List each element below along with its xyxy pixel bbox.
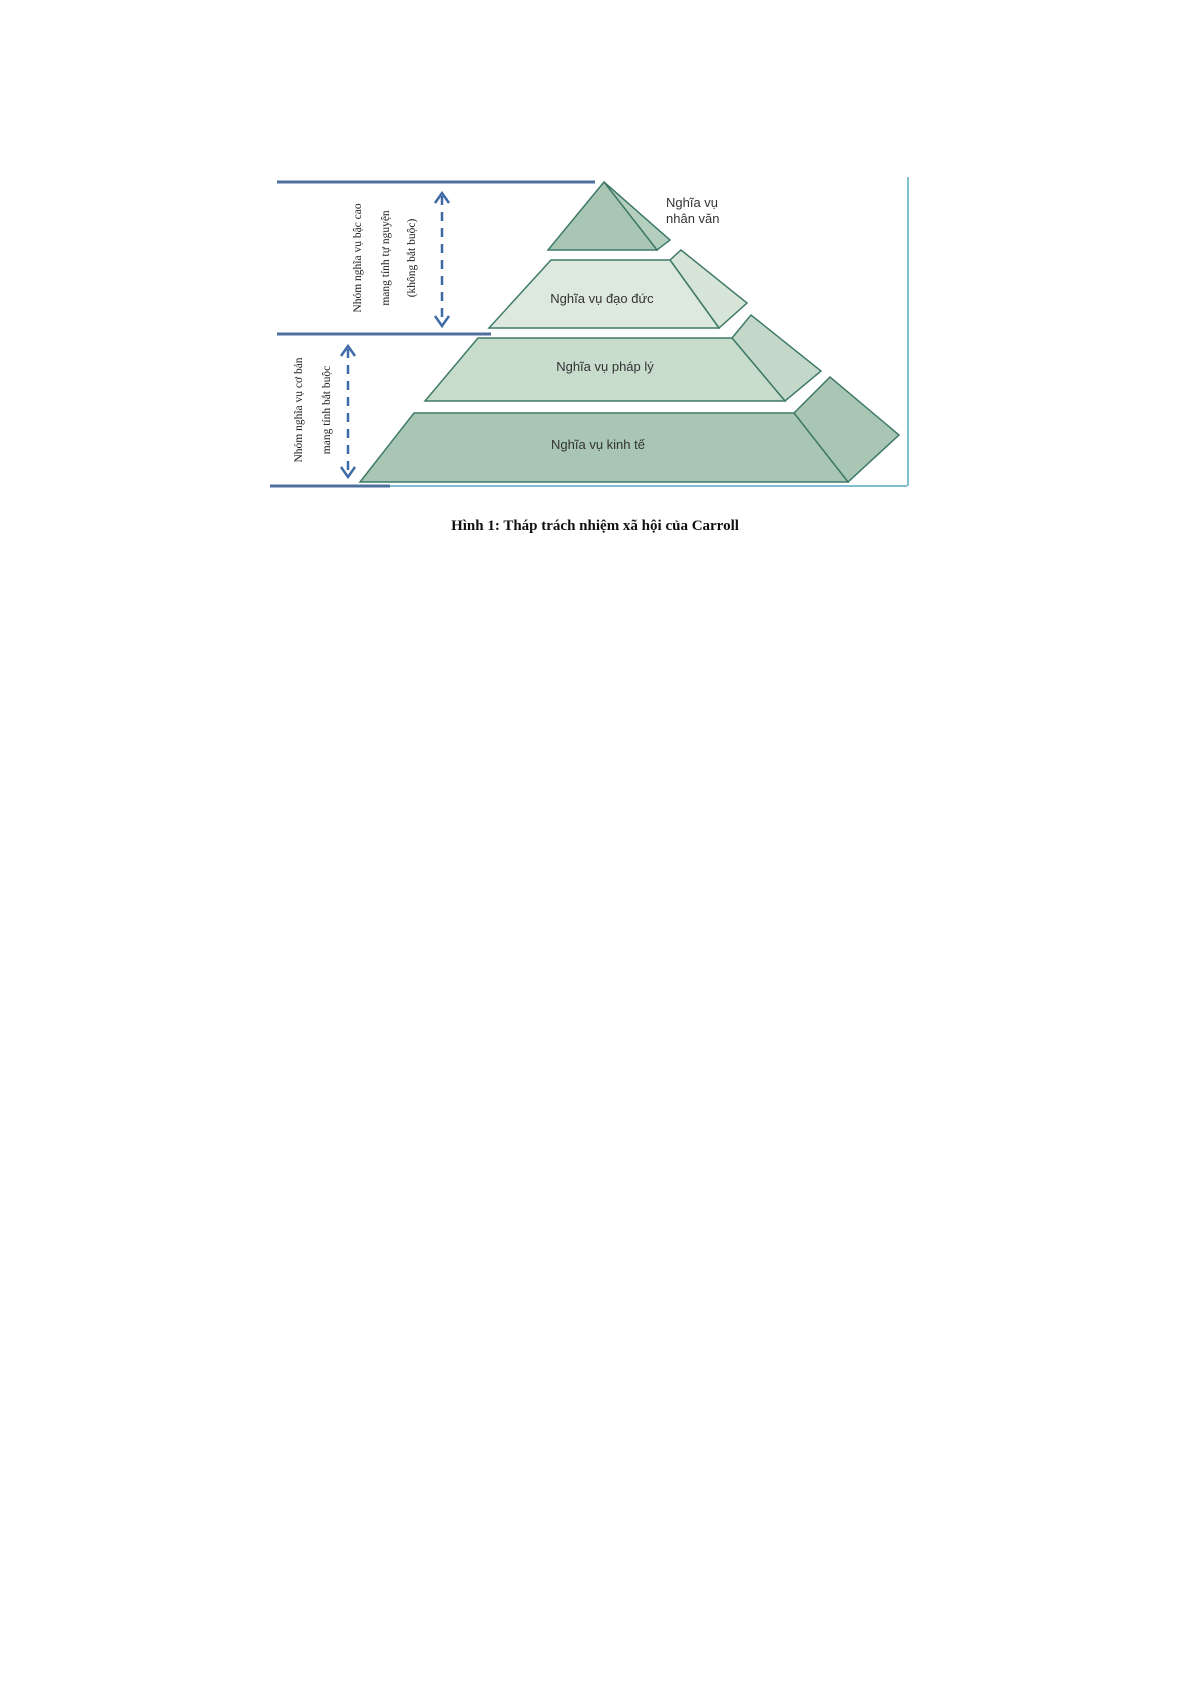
- svg-text:mang tính bắt buộc: mang tính bắt buộc: [320, 366, 333, 454]
- label-economic: Nghĩa vụ kinh tế: [551, 437, 646, 452]
- svg-text:(không bắt buộc): (không bắt buộc): [405, 219, 418, 298]
- lower-double-arrow: [339, 343, 357, 480]
- level-economic: [358, 375, 901, 484]
- svg-text:mang tính tự nguyện: mang tính tự nguyện: [380, 210, 392, 306]
- lower-group-label: Nhóm nghĩa vụ cơ bản mang tính bắt buộc: [293, 357, 333, 462]
- label-philanthropic-line1: Nghĩa vụ: [666, 195, 718, 210]
- label-legal: Nghĩa vụ pháp lý: [556, 359, 654, 374]
- upper-double-arrow: [433, 190, 451, 329]
- level-ethical: [487, 249, 749, 330]
- svg-text:Nhóm nghĩa vụ bậc cao: Nhóm nghĩa vụ bậc cao: [352, 203, 364, 312]
- level-legal: [423, 313, 823, 403]
- svg-text:Nhóm nghĩa vụ cơ bản: Nhóm nghĩa vụ cơ bản: [293, 357, 305, 462]
- upper-group-label: Nhóm nghĩa vụ bậc cao mang tính tự nguyệ…: [352, 203, 418, 312]
- level-philanthropic: [546, 180, 672, 252]
- label-philanthropic-line2: nhân văn: [666, 211, 720, 226]
- label-ethical: Nghĩa vụ đạo đức: [550, 291, 654, 306]
- figure-caption: Hình 1: Tháp trách nhiệm xã hội của Carr…: [451, 518, 739, 534]
